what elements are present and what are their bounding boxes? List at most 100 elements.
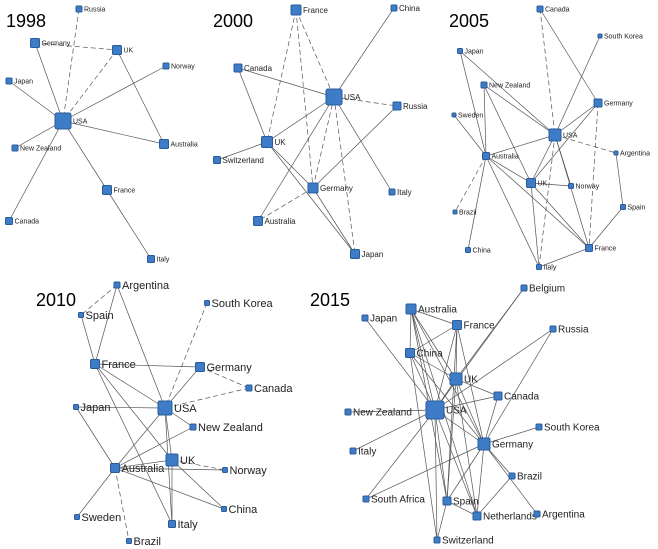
edge-uk-canada bbox=[455, 378, 499, 397]
edge-japan-usa bbox=[8, 80, 64, 122]
edge-germany-south-korea bbox=[483, 426, 540, 445]
edge-china-germany bbox=[409, 352, 485, 445]
node-china bbox=[465, 247, 471, 253]
node-australia bbox=[159, 139, 169, 149]
node-label-italy: Italy bbox=[358, 447, 376, 458]
node-uk bbox=[449, 372, 463, 386]
node-label-italy: Italy bbox=[397, 188, 412, 197]
edge-canada-usa bbox=[237, 67, 335, 98]
node-label-uk: UK bbox=[464, 375, 478, 386]
edge-belgium-usa bbox=[434, 287, 525, 411]
node-usa bbox=[425, 400, 445, 420]
node-label-australia: Australia bbox=[122, 463, 166, 475]
node-south-korea bbox=[204, 300, 210, 306]
node-norway bbox=[162, 62, 170, 70]
edge-australia-norway bbox=[114, 467, 226, 471]
node-label-usa: USA bbox=[563, 132, 578, 139]
edge-france-germany bbox=[295, 9, 314, 189]
edge-norway-usa bbox=[62, 65, 167, 122]
node-label-new-zealand: New Zealand bbox=[20, 145, 61, 152]
panel-year-label: 1998 bbox=[6, 11, 46, 31]
node-label-japan: Japan bbox=[81, 402, 111, 414]
node-label-russia: Russia bbox=[84, 6, 106, 13]
node-label-china: China bbox=[229, 504, 259, 516]
node-label-uk: UK bbox=[124, 47, 134, 54]
node-label-france: France bbox=[303, 6, 328, 15]
node-label-new-zealand: New Zealand bbox=[489, 82, 530, 89]
node-label-switzerland: Switzerland bbox=[223, 156, 264, 165]
edge-south-korea-usa bbox=[164, 302, 208, 409]
node-label-china: China bbox=[417, 349, 444, 360]
edge-uk-switzerland bbox=[216, 141, 268, 161]
node-germany bbox=[477, 437, 491, 451]
node-canada bbox=[245, 384, 253, 392]
node-germany bbox=[30, 38, 40, 48]
edge-usa-italy bbox=[333, 96, 393, 193]
edge-argentina-spain bbox=[615, 152, 624, 208]
edge-spain-france bbox=[588, 206, 624, 249]
node-label-switzerland: Switzerland bbox=[442, 536, 494, 547]
node-france bbox=[90, 359, 100, 369]
node-netherlands bbox=[472, 511, 482, 521]
node-italy bbox=[147, 255, 155, 263]
edge-new-zealand-australia bbox=[483, 84, 487, 157]
node-sweden bbox=[451, 112, 457, 118]
node-label-uk: UK bbox=[275, 138, 287, 147]
node-uk bbox=[261, 136, 273, 148]
node-argentina bbox=[613, 150, 619, 156]
edge-usa-switzerland bbox=[434, 409, 438, 541]
node-label-germany: Germany bbox=[320, 184, 353, 193]
node-uk bbox=[112, 45, 122, 55]
node-label-germany: Germany bbox=[42, 40, 71, 47]
edge-france-spain bbox=[446, 324, 458, 502]
edge-australia-china bbox=[409, 308, 412, 354]
node-label-germany: Germany bbox=[604, 100, 633, 107]
node-label-brazil: Brazil bbox=[459, 209, 477, 216]
edge-new-zealand-usa bbox=[347, 409, 436, 413]
node-label-norway: Norway bbox=[171, 63, 195, 70]
edge-france-usa bbox=[295, 9, 335, 98]
edge-usa-australia bbox=[257, 96, 335, 222]
node-label-spain: Spain bbox=[86, 310, 114, 322]
edge-group bbox=[75, 284, 250, 542]
node-label-canada: Canada bbox=[504, 392, 539, 403]
edge-group bbox=[347, 287, 554, 541]
edge-usa-australia bbox=[114, 407, 166, 469]
node-label-south-korea: South Korea bbox=[604, 33, 643, 40]
node-uk bbox=[526, 178, 536, 188]
edge-usa-netherlands bbox=[434, 409, 478, 517]
node-usa bbox=[157, 400, 173, 416]
node-label-china: China bbox=[473, 247, 491, 254]
edge-japan-usa bbox=[459, 50, 556, 136]
edge-russia-germany bbox=[483, 328, 554, 445]
edge-usa-spain bbox=[434, 409, 448, 502]
edge-france-china bbox=[409, 324, 458, 354]
edge-uk-china bbox=[171, 459, 225, 510]
node-france bbox=[452, 320, 462, 330]
edge-uk-australia bbox=[116, 49, 165, 145]
node-label-sweden: Sweden bbox=[458, 112, 483, 119]
node-label-south-korea: South Korea bbox=[544, 423, 600, 434]
edge-germany-netherlands bbox=[476, 443, 485, 517]
node-new-zealand bbox=[344, 408, 352, 416]
edge-brazil-netherlands bbox=[476, 475, 513, 517]
node-label-brazil: Brazil bbox=[517, 472, 542, 483]
edge-uk-france bbox=[530, 182, 590, 249]
edge-australia-china bbox=[467, 155, 487, 251]
node-label-japan: Japan bbox=[14, 78, 33, 85]
panel-year-label: 2005 bbox=[449, 11, 489, 31]
node-south-africa bbox=[362, 495, 370, 503]
edge-france-usa bbox=[62, 120, 108, 191]
edge-germany-canada bbox=[199, 366, 250, 389]
edge-germany-australia bbox=[257, 187, 314, 222]
edge-uk-germany bbox=[266, 141, 314, 189]
node-germany bbox=[195, 362, 205, 372]
edge-uk-netherlands bbox=[455, 378, 478, 517]
node-label-canada: Canada bbox=[545, 6, 570, 13]
edge-uk-italy bbox=[530, 182, 540, 268]
edge-france-italy bbox=[538, 247, 590, 268]
